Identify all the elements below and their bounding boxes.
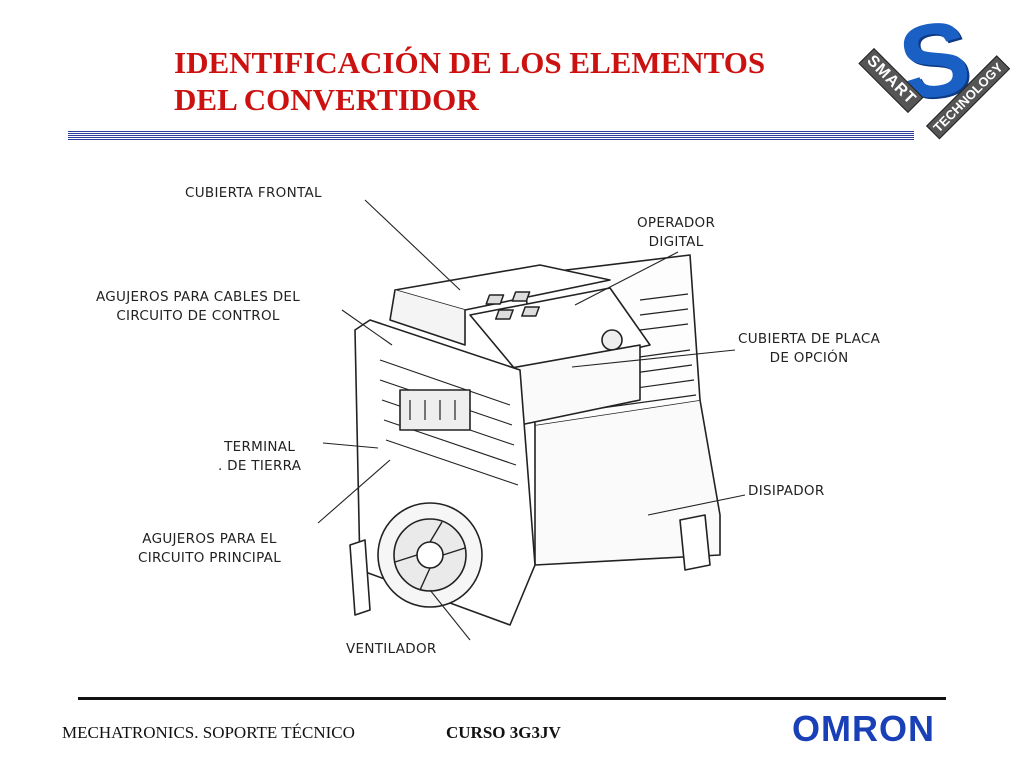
leader-disipador [647, 494, 746, 516]
leader-cubierta-frontal [364, 199, 461, 291]
leader-cubierta-placa [571, 349, 736, 368]
operator-key-4 [521, 306, 540, 317]
title-line-1: IDENTIFICACIÓN DE LOS ELEMENTOS [174, 45, 766, 80]
converter-diagram: CUBIERTA FRONTAL OPERADOR DIGITAL AGUJER… [80, 170, 950, 670]
label-agujeros-control: AGUJEROS PARA CABLES DEL CIRCUITO DE CON… [96, 289, 301, 324]
leader-operador-digital [574, 251, 679, 306]
operator-knob [601, 329, 623, 351]
base-foot-left [349, 539, 371, 616]
heatsink-body [534, 399, 721, 566]
footer-course: CURSO 3G3JV [446, 723, 561, 742]
title-line-2: DEL CONVERTIDOR [174, 82, 479, 117]
label-cubierta-frontal: CUBIERTA FRONTAL [185, 185, 322, 201]
operator-key-3 [494, 309, 514, 320]
footer-department: MECHATRONICS. SOPORTE TÉCNICO [62, 723, 355, 742]
operator-key-1 [485, 294, 505, 305]
cooling-fan-blades [394, 521, 466, 591]
cooling-fan-hub [416, 541, 444, 569]
label-terminal-tierra: TERMINAL . DE TIERRA [218, 439, 302, 474]
operator-key-2 [511, 291, 531, 302]
label-agujeros-principal: AGUJEROS PARA EL CIRCUITO PRINCIPAL [138, 531, 282, 566]
leader-terminal-tierra [322, 442, 379, 449]
label-disipador: DISIPADOR [748, 483, 825, 499]
header-divider [68, 131, 914, 140]
front-cover-top [394, 264, 611, 311]
page-title: IDENTIFICACIÓN DE LOS ELEMENTOS DEL CONV… [174, 44, 765, 118]
label-operador-digital: OPERADOR DIGITAL [637, 215, 716, 250]
smart-technology-logo: S SMART TECHNOLOGY [858, 0, 1010, 148]
leader-lines [317, 199, 746, 641]
terminal-block [399, 389, 471, 431]
label-ventilador: VENTILADOR [346, 641, 437, 657]
converter-drawing [317, 199, 746, 641]
omron-logo: OMRON [792, 708, 935, 749]
footer-divider [78, 697, 946, 700]
leader-agujeros-control [341, 309, 393, 346]
front-cover-side [389, 289, 466, 346]
base-foot-right [679, 514, 711, 571]
leader-agujeros-principal [317, 459, 391, 524]
leader-ventilador [429, 589, 471, 641]
terminal-screws [409, 400, 456, 420]
label-cubierta-placa: CUBIERTA DE PLACA DE OPCIÓN [738, 331, 881, 366]
